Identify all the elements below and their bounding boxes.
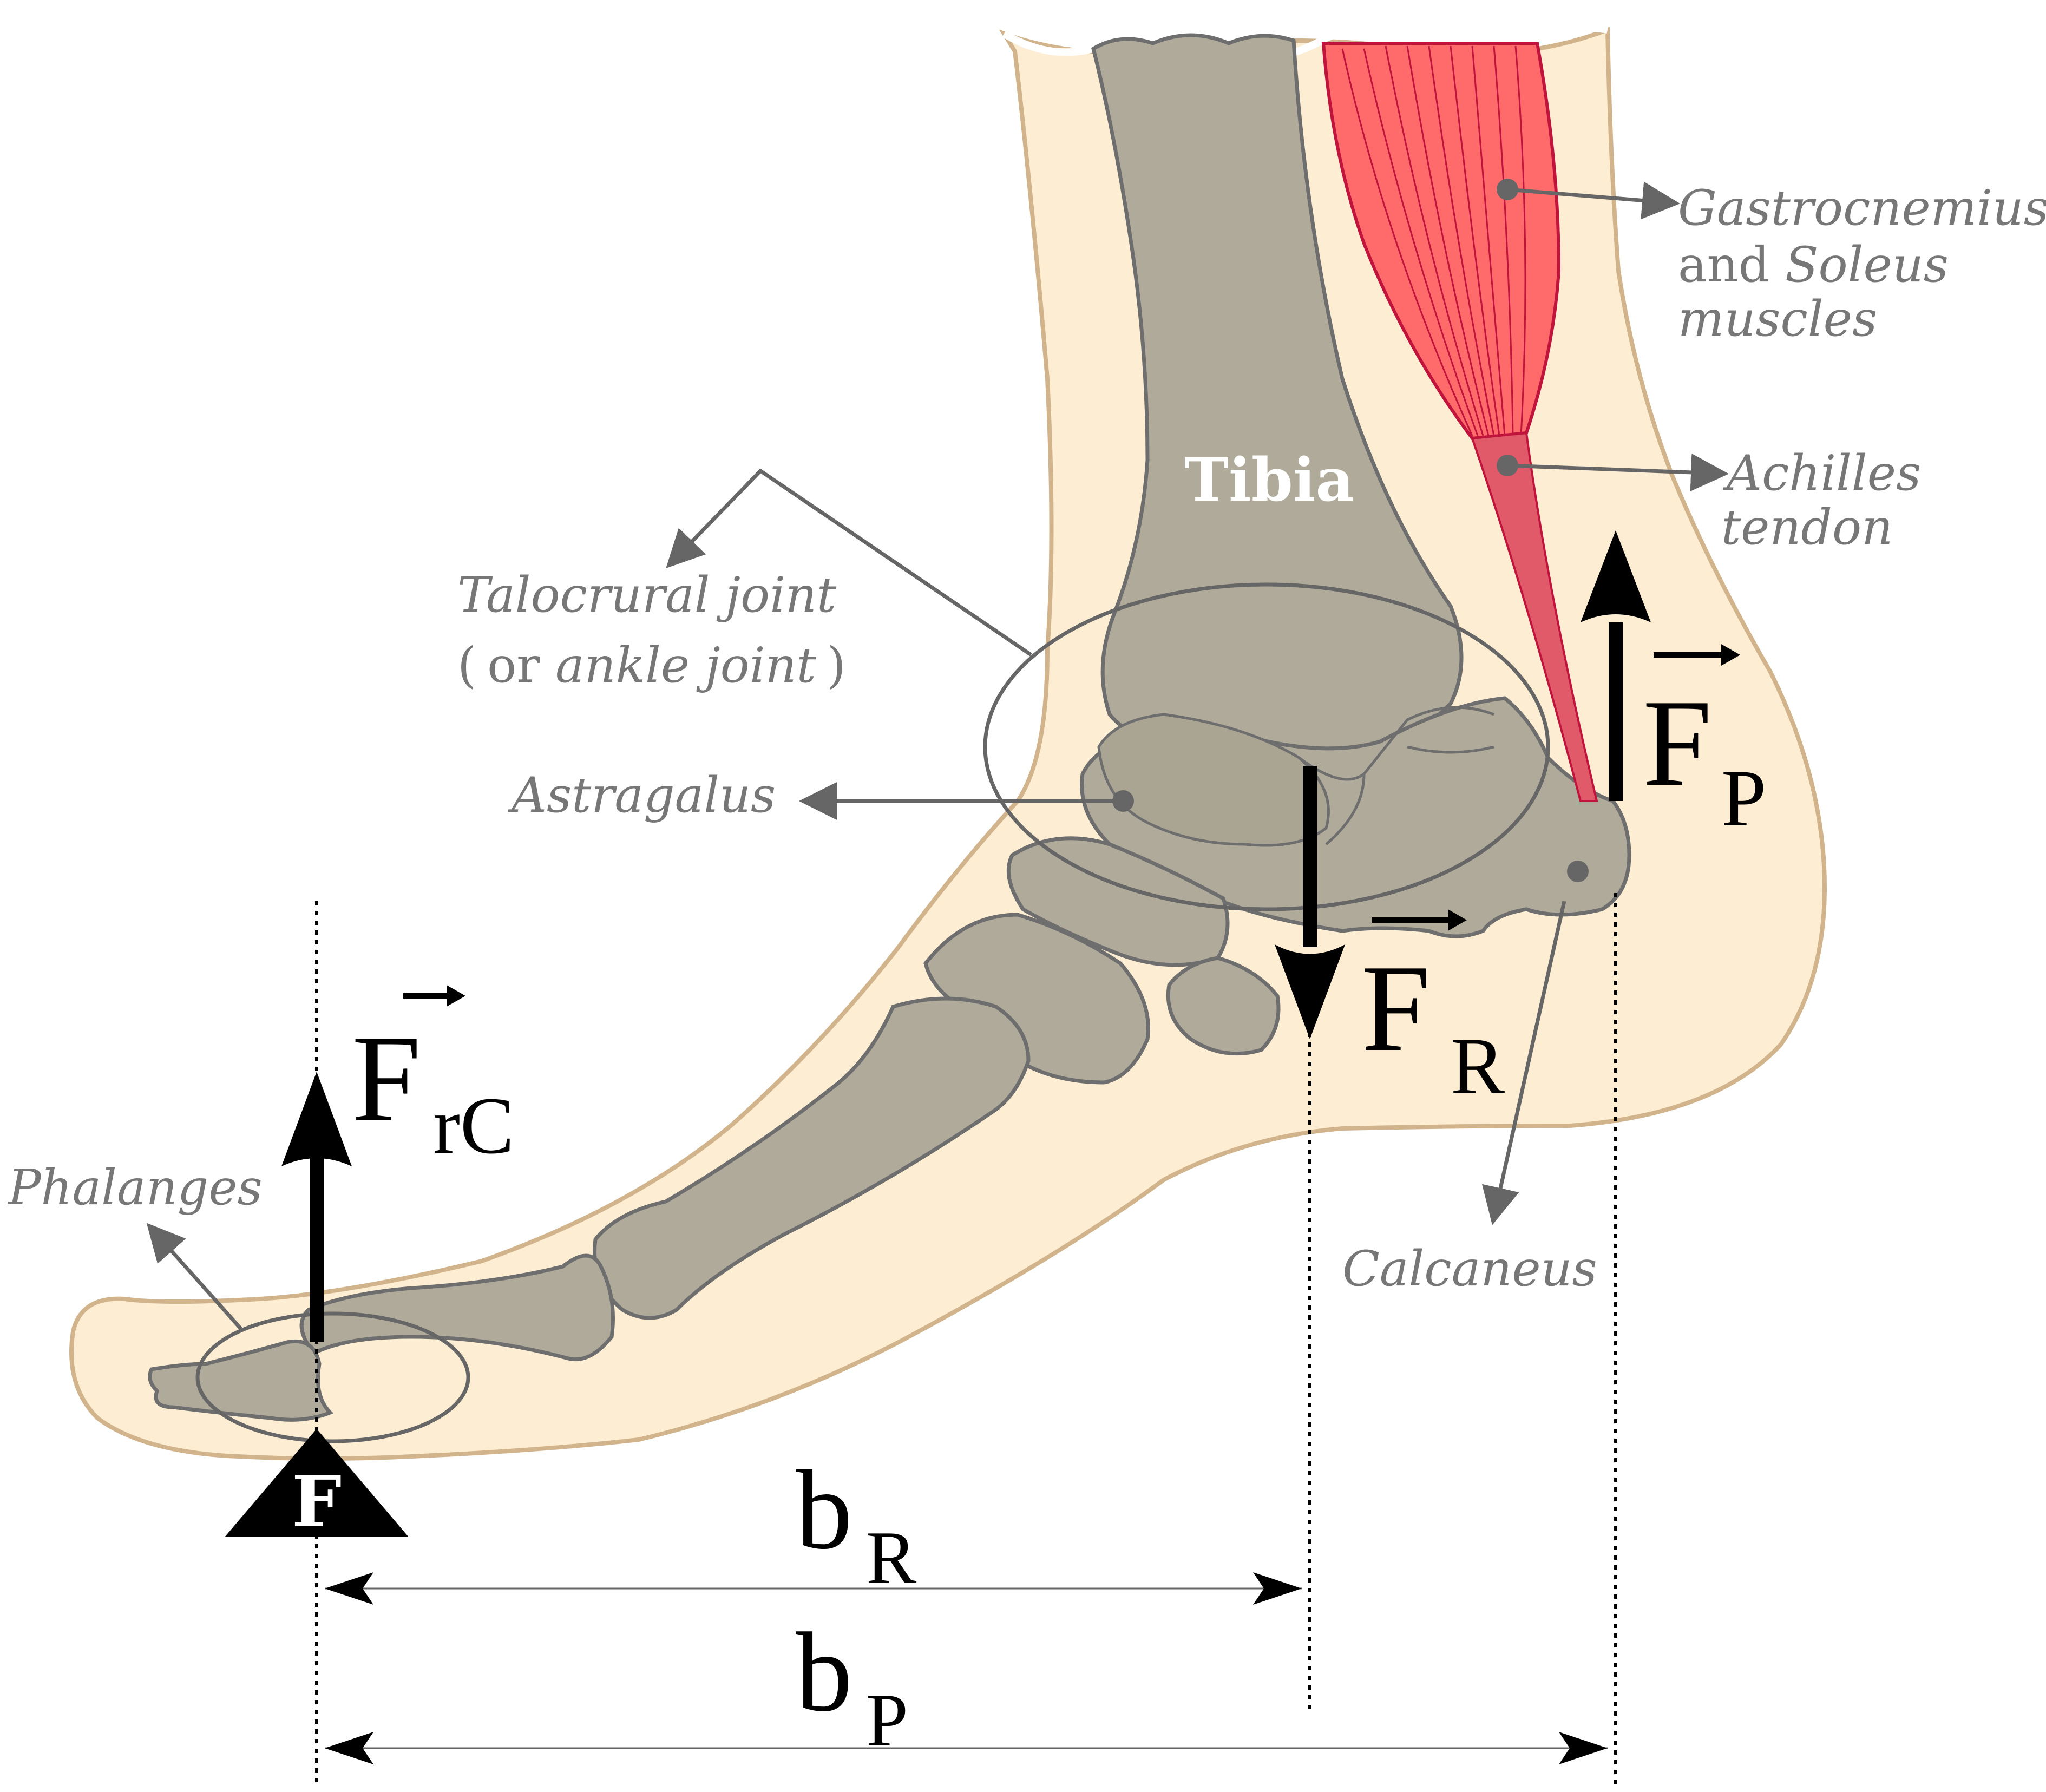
force-frc-head	[281, 1072, 352, 1166]
metatarsal-bone	[593, 996, 1031, 1320]
force-fp-subscript: P	[1721, 753, 1766, 843]
force-fp-head	[1581, 530, 1651, 622]
leg-skin	[69, 27, 1827, 1461]
gastrocnemius-label-line2: and Soleus	[1678, 237, 1949, 293]
tibia-label: Tibia	[1184, 445, 1354, 515]
talocrural-joint-ellipse	[983, 582, 1550, 911]
force-fr-subscript: R	[1451, 1021, 1505, 1111]
distal-phalanx-bone	[148, 1339, 334, 1422]
force-fp-label: F	[1643, 674, 1712, 812]
vector-arrow-fp	[1654, 644, 1740, 666]
dimension-br-label: b	[796, 1447, 852, 1573]
astragalus-bone	[1097, 713, 1330, 847]
calcaneus-label: Calcaneus	[1342, 1240, 1597, 1297]
talocrural-label-line1: Talocrural joint	[457, 567, 837, 623]
dimension-bp-label: b	[796, 1610, 852, 1735]
gastrocnemius-label-line1: Gastrocnemius	[1678, 180, 2046, 237]
achilles-tendon	[1471, 431, 1598, 802]
achilles-label-line2: tendon	[1721, 499, 1893, 556]
calcaneus-dot	[1567, 861, 1589, 882]
cuboid-bone	[1166, 956, 1281, 1056]
talocrural-label-line2: (or ankle joint)	[457, 637, 846, 694]
fulcrum-triangle	[225, 1429, 409, 1537]
phalanges-leader	[146, 1223, 242, 1330]
achilles-leader	[1507, 453, 1729, 491]
talocrural-leader	[666, 468, 1032, 657]
dimension-bp-arrow	[325, 1732, 1608, 1764]
joint-lines	[1298, 706, 1494, 845]
vector-arrow-frc	[403, 985, 465, 1007]
gastrocnemius-label-line3: muscles	[1678, 291, 1877, 347]
force-fr-head	[1275, 944, 1345, 1039]
vector-arrow-fr	[1372, 909, 1467, 931]
astragalus-label: Astragalus	[508, 767, 776, 824]
dimension-bp-subscript: P	[866, 1678, 908, 1762]
proximal-phalanx-bone	[299, 1253, 615, 1362]
calcaneus-leader	[1481, 901, 1566, 1225]
dimension-br-subscript: R	[866, 1516, 917, 1600]
force-fr-label: F	[1361, 939, 1431, 1077]
dimension-br-arrow	[325, 1572, 1302, 1605]
force-frc-label: F	[352, 1009, 421, 1147]
phalanges-joint-ellipse	[195, 1311, 470, 1443]
muscle-fibers	[1341, 45, 1526, 436]
phalanges-label: Phalanges	[7, 1159, 263, 1216]
gastrocnemius-leader	[1507, 181, 1680, 220]
fulcrum-label: F	[292, 1460, 342, 1543]
force-frc-subscript: rC	[433, 1081, 514, 1171]
achilles-label-line1: Achilles	[1723, 445, 1921, 502]
